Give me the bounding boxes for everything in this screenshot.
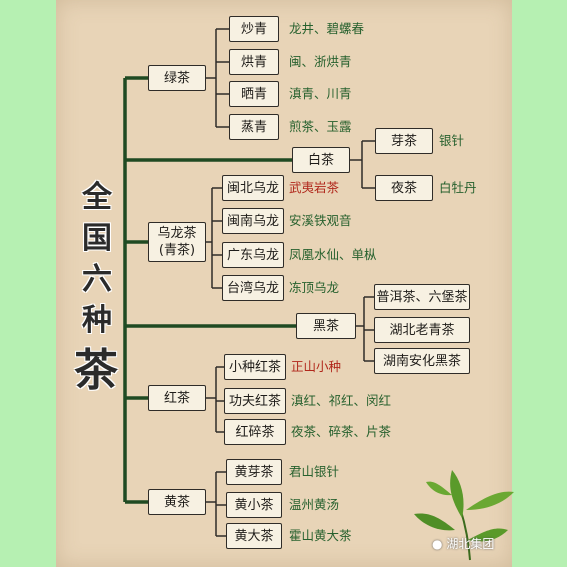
category-yellow-tea: 黄茶 <box>148 489 206 515</box>
green-sub-2: 烘青 <box>229 49 279 75</box>
title-char-3: 六 <box>82 262 112 297</box>
green-sub-1: 炒青 <box>229 16 279 42</box>
oolong-sub-1: 闽北乌龙 <box>222 175 284 201</box>
green-sub-3-examples: 滇青、川青 <box>289 86 352 101</box>
green-sub-1-examples: 龙井、碧螺春 <box>289 21 365 36</box>
category-oolong-tea: 乌龙茶 (青茶) <box>148 222 206 262</box>
yellow-sub-2-examples: 温州黄汤 <box>289 497 340 512</box>
oolong-sub-3-examples: 凤凰水仙、单枞 <box>289 247 377 262</box>
oolong-label-line1: 乌龙茶 <box>157 226 197 241</box>
tea-leaf-icon <box>414 470 514 561</box>
watermark: ● 湖北集团 <box>432 535 494 552</box>
oolong-sub-4-examples: 冻顶乌龙 <box>289 280 340 295</box>
category-black-tea: 红茶 <box>148 385 206 411</box>
black-sub-1: 小种红茶 <box>224 354 286 380</box>
oolong-sub-4: 台湾乌龙 <box>222 275 284 301</box>
black-sub-3: 红碎茶 <box>224 419 286 445</box>
white-sub-1-examples: 银针 <box>439 133 465 148</box>
white-sub-2-examples: 白牡丹 <box>439 180 477 195</box>
yellow-sub-1: 黄芽茶 <box>226 459 282 485</box>
title-char-1: 全 <box>82 180 112 215</box>
yellow-sub-2: 黄小茶 <box>226 492 282 518</box>
black-sub-3-examples: 夜茶、碎茶、片茶 <box>291 424 392 439</box>
category-green-tea: 绿茶 <box>148 65 206 91</box>
category-white-tea: 白茶 <box>292 147 350 173</box>
yellow-sub-3: 黄大茶 <box>226 523 282 549</box>
paper-background <box>56 0 512 567</box>
wechat-icon: ● <box>432 537 443 551</box>
dark-sub-1: 普洱茶、六堡茶 <box>374 284 470 310</box>
title-char-4: 种 <box>82 303 112 338</box>
green-sub-4-examples: 煎茶、玉露 <box>289 119 352 134</box>
oolong-sub-2-examples: 安溪铁观音 <box>289 213 352 228</box>
oolong-sub-3: 广东乌龙 <box>222 242 284 268</box>
oolong-label-line2: (青茶) <box>158 243 196 258</box>
green-sub-2-examples: 闽、浙烘青 <box>289 54 352 69</box>
title-char-2: 国 <box>82 221 112 256</box>
dark-sub-2: 湖北老青茶 <box>374 317 470 343</box>
white-sub-1: 芽茶 <box>375 128 433 154</box>
oolong-sub-1-examples: 武夷岩茶 <box>289 180 340 195</box>
yellow-sub-3-examples: 霍山黄大茶 <box>289 528 352 543</box>
white-sub-2: 夜茶 <box>375 175 433 201</box>
watermark-text: 湖北集团 <box>446 537 495 551</box>
green-sub-3: 晒青 <box>229 81 279 107</box>
black-sub-2-examples: 滇红、祁红、闵红 <box>291 393 392 408</box>
black-sub-2: 功夫红茶 <box>224 388 286 414</box>
oolong-sub-2: 闽南乌龙 <box>222 208 284 234</box>
dark-sub-3: 湖南安化黑茶 <box>374 348 470 374</box>
category-dark-tea: 黑茶 <box>296 313 356 339</box>
black-sub-1-examples: 正山小种 <box>291 359 342 374</box>
green-sub-4: 蒸青 <box>229 114 279 140</box>
title-char-5: 茶 <box>74 345 118 396</box>
yellow-sub-1-examples: 君山银针 <box>289 464 340 479</box>
